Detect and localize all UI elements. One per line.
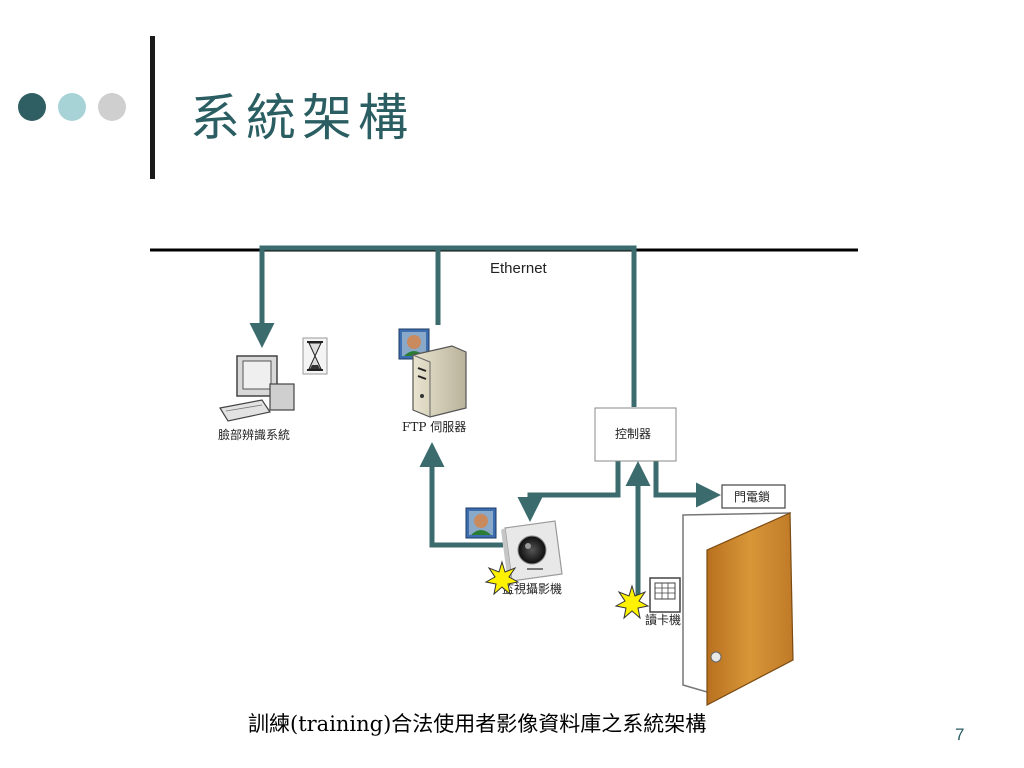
face-photo-icon: [465, 507, 497, 539]
title-divider: [150, 36, 155, 179]
ftp-server-label: FTP 伺服器: [402, 420, 466, 434]
decor-dot-gray: [98, 93, 126, 121]
ethernet-label: Ethernet: [490, 260, 548, 277]
face-photo-icon: [398, 328, 430, 360]
server-icon: [412, 345, 467, 418]
connector-to-face-system: [249, 245, 441, 348]
decor-dot-dark: [18, 93, 46, 121]
spark-icon: [614, 584, 650, 620]
controller-label: 控制器: [615, 427, 651, 441]
slide-caption: 訓練(training)合法使用者影像資料庫之系統架構: [248, 712, 707, 736]
hourglass-icon: [302, 337, 328, 375]
decor-dot-light: [58, 93, 86, 121]
camera-icon: [501, 520, 563, 583]
card-reader-label: 讀卡機: [645, 612, 681, 627]
door-icon: [682, 512, 794, 706]
door-lock-label: 門電鎖: [734, 489, 770, 504]
computer-icon: [219, 355, 295, 422]
card-reader-icon: [649, 577, 681, 613]
door-lock-box: [721, 484, 786, 509]
slide-title: 系統架構: [190, 89, 414, 147]
connector-controller-to-camera: [517, 460, 621, 522]
controller-box: [594, 407, 677, 462]
page-number: 7: [955, 725, 965, 744]
spark-icon: [484, 560, 520, 596]
connector-controller-to-lock: [653, 460, 721, 508]
face-system-label: 臉部辨識系統: [218, 427, 290, 442]
title-decoration: [18, 93, 126, 121]
connector-camera-to-ftp: [419, 442, 503, 548]
camera-label: 監視攝影機: [502, 581, 562, 596]
connector-controller-to-ethernet: [436, 245, 637, 407]
